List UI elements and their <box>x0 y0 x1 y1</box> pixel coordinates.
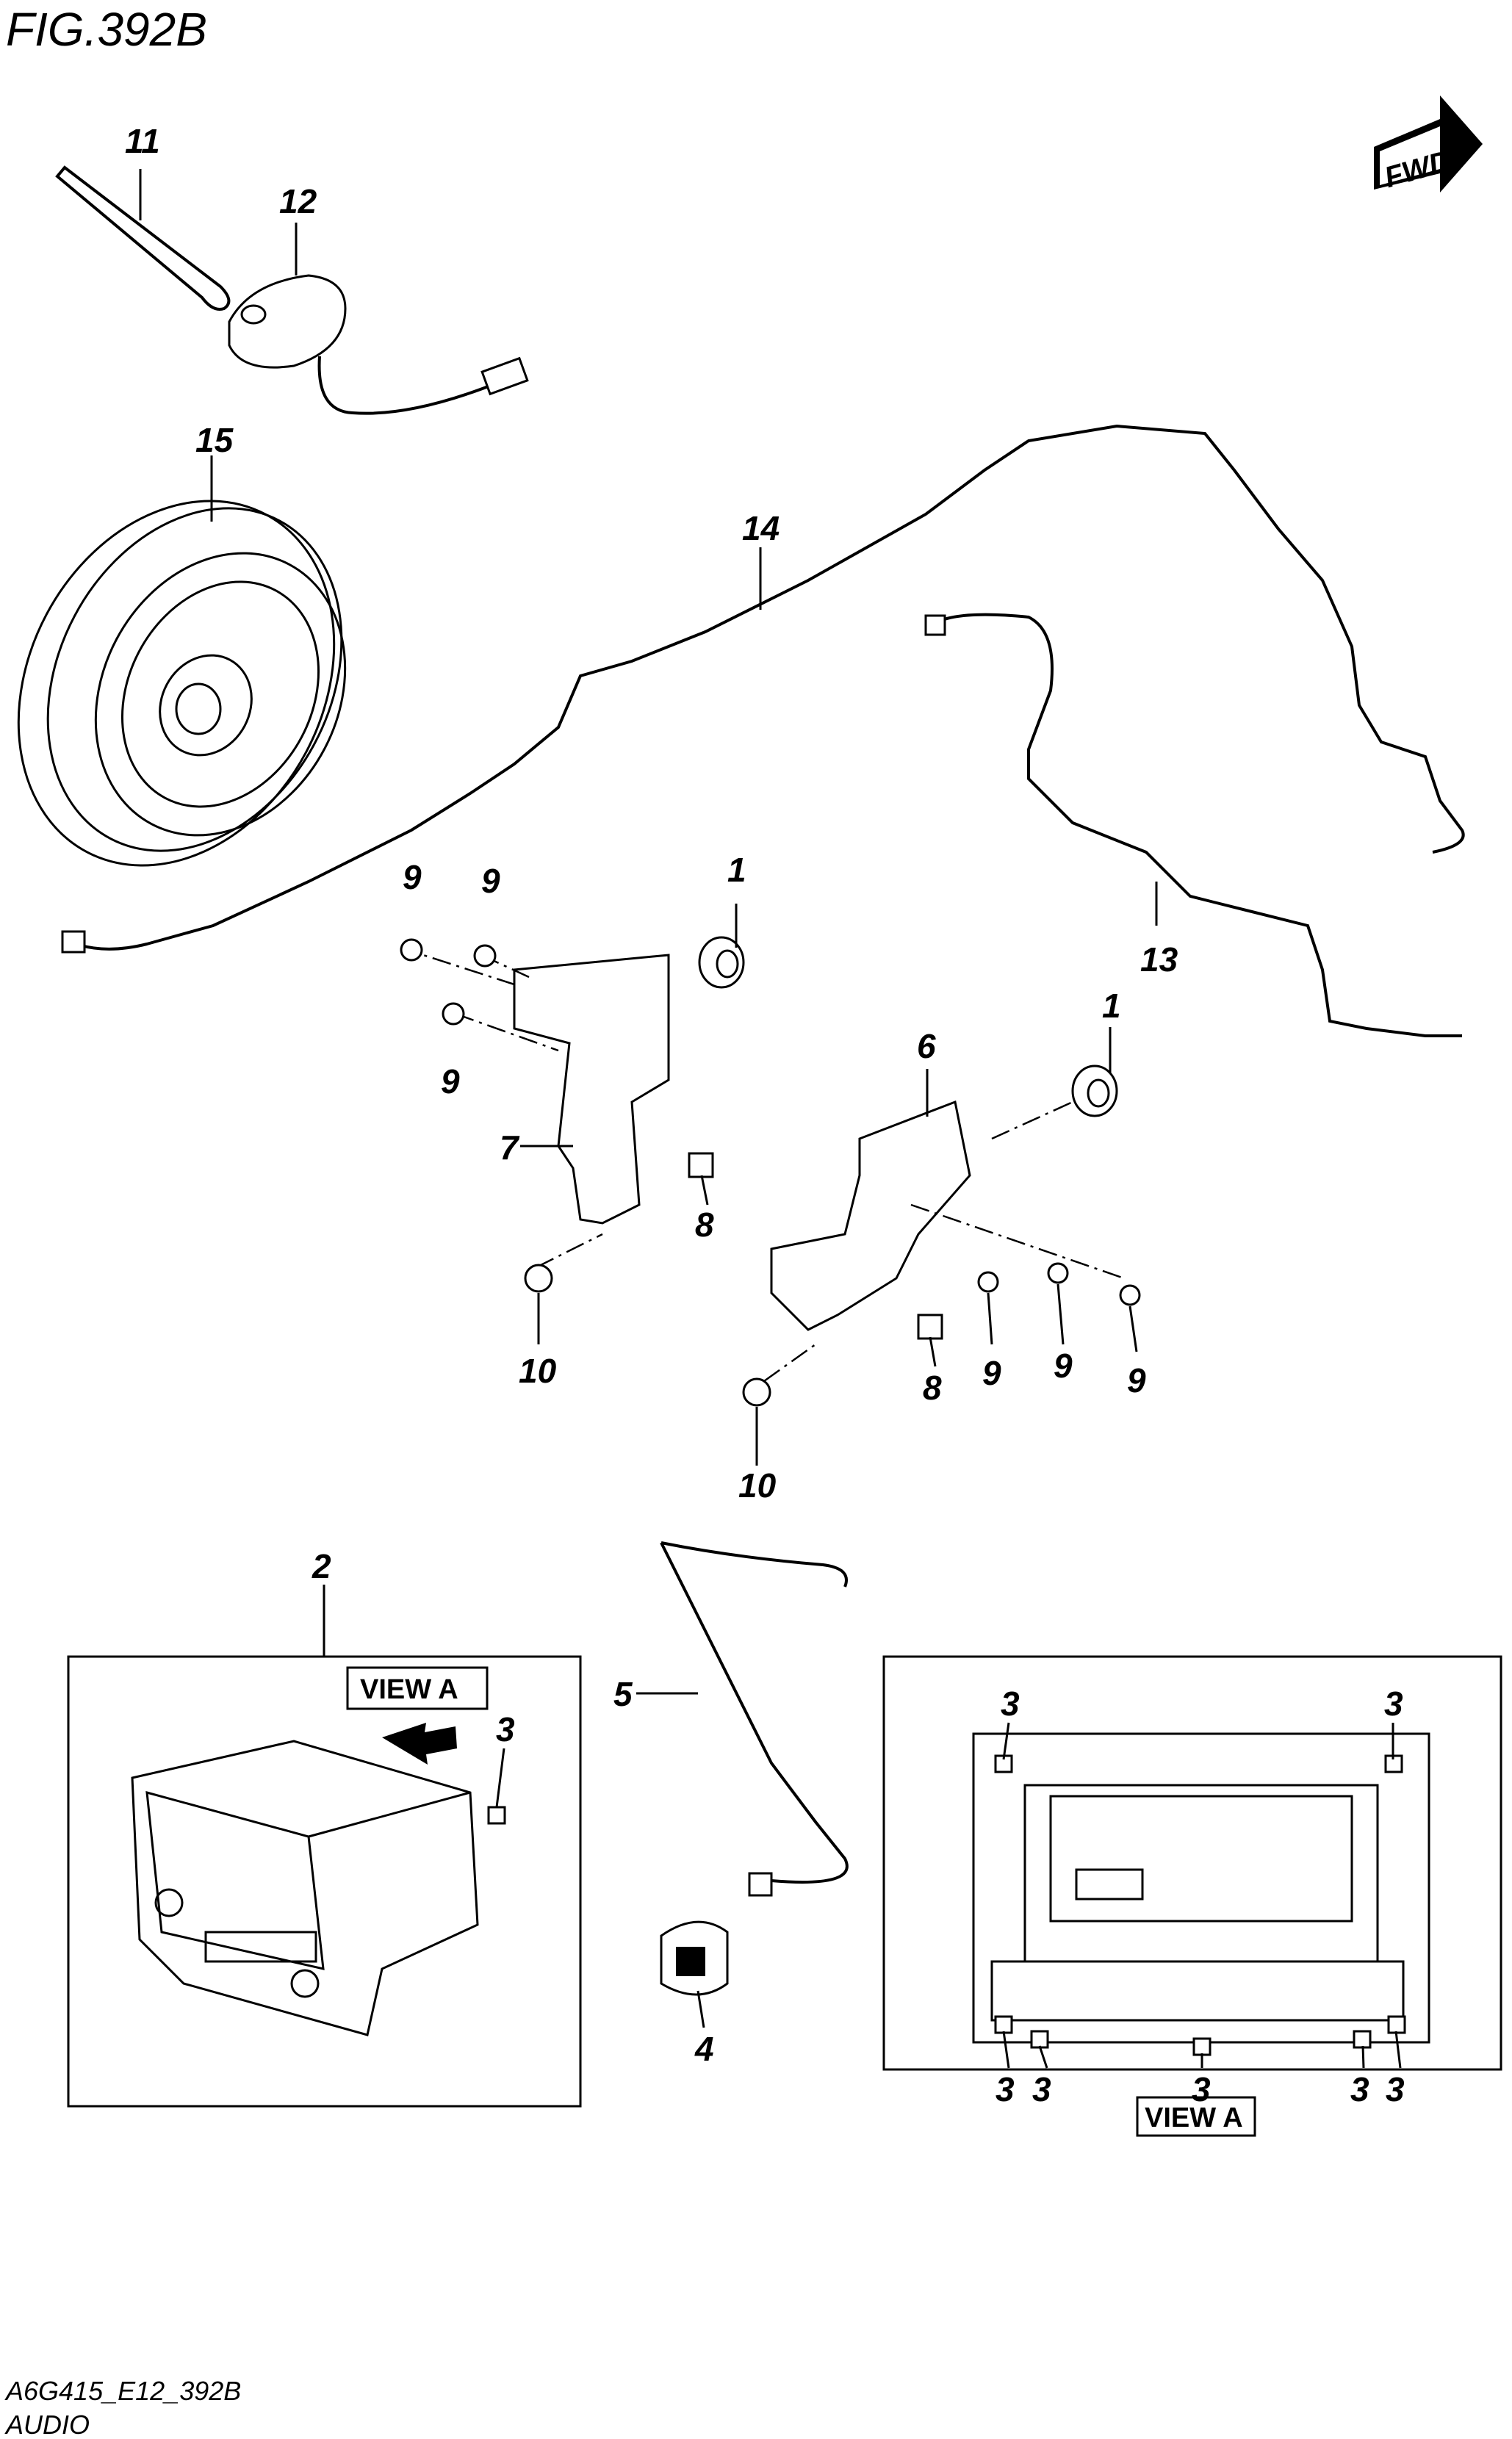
callout-14: 14 <box>742 509 780 547</box>
screw-9f <box>1119 1284 1141 1306</box>
screw-9e <box>1047 1262 1069 1284</box>
view-a-right-box <box>882 1655 1502 2071</box>
callout-1a: 1 <box>727 851 746 889</box>
antenna-base <box>228 274 529 415</box>
callout-3a: 3 <box>496 1710 515 1748</box>
screw-9b <box>473 944 497 968</box>
bracket-6 <box>770 1100 971 1331</box>
clip-1-upper <box>698 936 745 989</box>
callout-9d: 9 <box>982 1354 1001 1392</box>
callout-5: 5 <box>613 1675 633 1713</box>
callout-10a: 10 <box>519 1352 557 1390</box>
audio-head-unit <box>131 1740 506 2036</box>
callout-3c: 3 <box>1384 1685 1403 1723</box>
callout-11: 11 <box>125 122 160 160</box>
callout-3h: 3 <box>1386 2070 1405 2108</box>
screw-10a <box>524 1264 553 1293</box>
antenna-rod <box>55 165 231 311</box>
screw-9a <box>400 938 423 962</box>
view-a-right-label: VIEW A <box>1145 2103 1243 2133</box>
callout-3f: 3 <box>1192 2070 1211 2108</box>
callout-8b: 8 <box>923 1369 942 1407</box>
callout-3d: 3 <box>996 2070 1015 2108</box>
harness-14 <box>69 424 1465 951</box>
callout-9f: 9 <box>1127 1361 1146 1399</box>
figure-code: A6G415_E12_392B <box>4 2376 241 2406</box>
callout-10b: 10 <box>738 1466 777 1505</box>
callout-3e: 3 <box>1032 2070 1051 2108</box>
callout-4: 4 <box>694 2030 714 2068</box>
callout-3b: 3 <box>1001 1685 1020 1723</box>
harness-13-end <box>924 614 946 636</box>
harness-14-connector <box>61 930 86 954</box>
view-a-right-tag-box <box>1136 2096 1256 2137</box>
screw-10b <box>742 1377 771 1407</box>
callout-12: 12 <box>279 182 317 220</box>
view-direction-arrow-icon <box>382 1723 457 1765</box>
screw-9d <box>977 1271 999 1293</box>
callout-9b: 9 <box>481 862 500 900</box>
callout-9e: 9 <box>1054 1347 1073 1385</box>
callout-15: 15 <box>195 421 234 459</box>
callout-6: 6 <box>917 1027 936 1065</box>
leader-lines <box>139 169 1402 2069</box>
speaker <box>17 500 347 867</box>
view-a-left-label: VIEW A <box>360 1674 458 1705</box>
nut-8a <box>688 1152 714 1178</box>
harness-13 <box>932 613 1462 1037</box>
callout-8a: 8 <box>695 1206 714 1244</box>
callout-3g: 3 <box>1350 2070 1369 2108</box>
callout-13: 13 <box>1140 940 1178 979</box>
clip-1-lower <box>1071 1064 1118 1117</box>
figure-title: FIG.392B <box>6 3 207 56</box>
nut-8b <box>917 1314 943 1340</box>
harness-5 <box>660 1541 849 1889</box>
callout-2: 2 <box>312 1547 331 1585</box>
socket-4 <box>660 1920 729 1996</box>
callout-1b: 1 <box>1102 987 1121 1025</box>
screw-9c <box>442 1002 465 1026</box>
harness-5-connector <box>748 1872 773 1897</box>
callout-9a: 9 <box>403 858 422 896</box>
figure-subtitle: AUDIO <box>4 2410 90 2439</box>
callout-7: 7 <box>500 1128 520 1167</box>
callout-9c: 9 <box>441 1062 460 1100</box>
fwd-arrow-icon: FWD <box>1374 96 1483 194</box>
bracket-7 <box>513 954 670 1225</box>
